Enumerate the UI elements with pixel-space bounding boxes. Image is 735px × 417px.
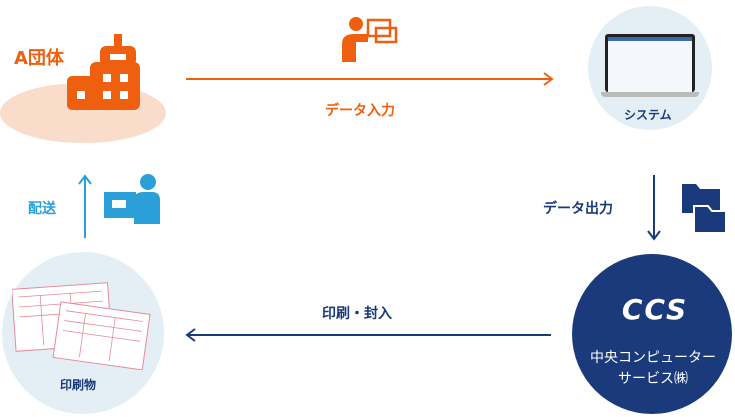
building-icon (67, 34, 140, 110)
folder-icon (682, 184, 727, 234)
delivery-label: 配送 (28, 201, 56, 217)
operator-icon (342, 17, 398, 62)
delivery-person-icon (104, 174, 160, 224)
arrow-down (647, 175, 661, 241)
ccs-logo: CCS (621, 293, 689, 326)
arrow-to-print (185, 328, 551, 342)
arrow-up (78, 174, 92, 238)
data-output-label: データ出力 (543, 201, 613, 217)
printed-label: 印刷物 (60, 378, 97, 392)
system-label: システム (624, 108, 672, 122)
data-input-label: データ入力 (325, 103, 395, 119)
printed-forms-icon (12, 282, 151, 370)
company-name-line2: サービス㈱ (618, 371, 688, 387)
company-circle (572, 254, 732, 414)
arrow-to-system (186, 72, 554, 86)
org-label: A団体 (14, 48, 64, 69)
print-seal-label: 印刷・封入 (322, 306, 392, 322)
company-name-line1: 中央コンピューター (590, 350, 716, 366)
laptop-icon (601, 34, 699, 98)
